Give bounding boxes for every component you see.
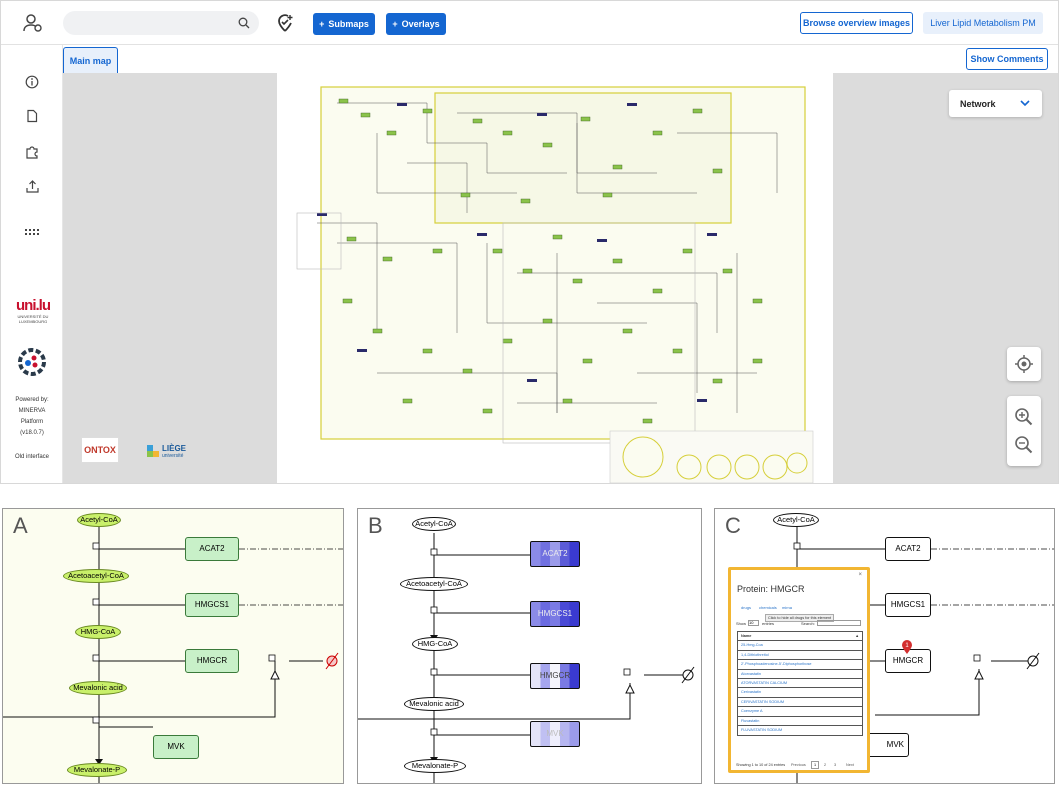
page-2-button[interactable]: 2 xyxy=(824,763,827,767)
panel-label-b: B xyxy=(368,513,383,538)
table-row[interactable]: Coenzyme A xyxy=(738,707,862,717)
popup-search-input[interactable] xyxy=(817,620,861,626)
location-plus-icon[interactable] xyxy=(273,11,297,35)
node-mevalonatep[interactable]: Mevalonate-P xyxy=(67,763,127,777)
search-icon[interactable] xyxy=(238,17,250,29)
close-icon[interactable]: × xyxy=(858,572,862,578)
tab-bar: Main map Show Comments xyxy=(63,45,1058,73)
university-logo: uni.lu UNIVERSITÉ DU LUXEMBOURG xyxy=(16,297,51,324)
node-acetylcoa[interactable]: Acetyl-CoA xyxy=(412,517,456,531)
powered-line-4: (v18.0.7) xyxy=(20,430,44,436)
node-hmgcoa[interactable]: HMG-CoA xyxy=(75,625,121,639)
protein-popup: × Protein: HMGCR drugs chemicals mirna C… xyxy=(728,567,870,773)
overlays-button[interactable]: +Overlays xyxy=(386,13,446,35)
tab-chemicals[interactable]: chemicals xyxy=(759,605,777,610)
powered-line-2: MINERVA xyxy=(18,408,46,414)
node-acetylcoa[interactable]: Acetyl-CoA xyxy=(77,513,121,527)
node-acetylcoa[interactable]: Acetyl-CoA xyxy=(773,513,819,527)
entries-select[interactable]: 10 xyxy=(748,620,759,626)
prev-button[interactable]: Previous xyxy=(791,763,806,767)
grid-icon[interactable] xyxy=(23,225,41,243)
table-row[interactable]: CERIVASTATIN SODIUM xyxy=(738,698,862,708)
user-gear-icon[interactable] xyxy=(21,11,45,35)
node-hmgcoa[interactable]: HMG-CoA xyxy=(412,637,458,651)
minerva-window: +Submaps +Overlays Browse overview image… xyxy=(0,0,1059,484)
table-row[interactable]: 25-Hmg-Coa xyxy=(738,641,862,651)
page-1-button[interactable]: 1 xyxy=(811,761,819,769)
upload-icon[interactable] xyxy=(23,177,41,195)
ontox-logo: ONTOX xyxy=(81,437,119,463)
header-bar: +Submaps +Overlays Browse overview image… xyxy=(1,1,1058,45)
info-icon[interactable] xyxy=(23,73,41,91)
node-acat2[interactable]: ACAT2 xyxy=(185,537,239,561)
chevron-down-icon xyxy=(1020,100,1030,107)
powered-line-3: Platform xyxy=(20,419,44,425)
puzzle-icon[interactable] xyxy=(23,142,41,160)
entries-label: entries xyxy=(762,621,775,626)
node-hmgcr[interactable]: HMGCR xyxy=(185,649,239,673)
popup-title: Protein: HMGCR xyxy=(737,584,805,594)
node-mevalonic[interactable]: Mevalonic acid xyxy=(69,681,127,695)
node-acat2[interactable]: ACAT2 xyxy=(885,537,931,561)
table-row[interactable]: Cerivastatin xyxy=(738,688,862,698)
pagination-info: Showing 1 to 10 of 24 entries xyxy=(736,763,786,767)
drugs-table: Name▲ 25-Hmg-Coa 1,4-Dithiothreitol 2'-P… xyxy=(737,631,863,737)
panel-label-a: A xyxy=(13,513,28,538)
hide-drugs-tooltip[interactable]: Click to hide all drugs for this element xyxy=(765,614,835,622)
table-row[interactable]: ATORVASTATIN CALCIUM xyxy=(738,679,862,689)
node-mvk[interactable]: MVK xyxy=(867,733,909,757)
zoom-in-icon[interactable] xyxy=(1014,407,1034,427)
show-comments-button[interactable]: Show Comments xyxy=(966,48,1048,70)
tab-main-map[interactable]: Main map xyxy=(63,47,118,73)
submaps-button[interactable]: +Submaps xyxy=(313,13,375,35)
next-button[interactable]: Next xyxy=(846,763,854,767)
table-row[interactable]: Fluvastatin xyxy=(738,717,862,726)
page-3-button[interactable]: 3 xyxy=(834,763,837,767)
sidebar: uni.lu UNIVERSITÉ DU LUXEMBOURG Powered … xyxy=(1,45,63,483)
node-hmgcs1[interactable]: HMGCS1 xyxy=(885,593,931,617)
table-header[interactable]: Name▲ xyxy=(738,632,862,642)
liege-logo: LIÈGE université xyxy=(147,441,191,463)
node-mvk[interactable]: MVK xyxy=(530,721,580,747)
map-name-badge[interactable]: Liver Lipid Metabolism PM xyxy=(923,12,1043,34)
table-row[interactable]: 2'-Phosphoadenosine-5'-Diphosphoribose xyxy=(738,660,862,670)
node-hmgcr[interactable]: HMGCR xyxy=(530,663,580,689)
node-hmgcs1[interactable]: HMGCS1 xyxy=(185,593,239,617)
network-select[interactable]: Network xyxy=(949,90,1042,117)
browse-overview-button[interactable]: Browse overview images xyxy=(800,12,913,34)
table-row[interactable]: Atorvastatin xyxy=(738,670,862,679)
powered-line-1: Powered by: xyxy=(15,397,49,403)
node-mvk[interactable]: MVK xyxy=(153,735,199,759)
node-acetoacetylcoa[interactable]: Acetoacetyl-CoA xyxy=(400,577,468,591)
panel-label-c: C xyxy=(725,513,741,538)
sort-icon[interactable]: ▲ xyxy=(855,634,859,638)
map-sheet[interactable] xyxy=(277,73,833,483)
locate-icon[interactable] xyxy=(1007,347,1041,381)
panel-b: B Acetyl-CoA Acetoacetyl-CoA HMG-CoA Mev… xyxy=(357,508,702,784)
node-mevalonic[interactable]: Mevalonic acid xyxy=(404,697,464,711)
zoom-controls xyxy=(1007,396,1041,466)
panel-a: A Acetyl-CoA Acetoacetyl-CoA HMG-CoA Mev… xyxy=(2,508,344,784)
tab-drugs[interactable]: drugs xyxy=(741,605,752,610)
tab-mirna[interactable]: mirna xyxy=(782,605,793,610)
map-pin-icon[interactable]: 1 xyxy=(901,639,913,655)
page-icon[interactable] xyxy=(23,107,41,125)
zoom-out-icon[interactable] xyxy=(1014,435,1034,455)
node-mevalonatep[interactable]: Mevalonate-P xyxy=(404,759,466,773)
node-acat2[interactable]: ACAT2 xyxy=(530,541,580,567)
show-label: Show xyxy=(736,621,747,626)
old-interface-link[interactable]: Old interface xyxy=(14,454,50,460)
table-row[interactable]: 1,4-Dithiothreitol xyxy=(738,651,862,661)
table-row[interactable]: FLUVASTATIN SODIUM xyxy=(741,727,783,732)
search-label: Search: xyxy=(801,621,815,626)
svg-text:1: 1 xyxy=(905,643,909,649)
minerva-logo xyxy=(15,345,49,384)
node-acetoacetylcoa[interactable]: Acetoacetyl-CoA xyxy=(63,569,129,583)
search-input[interactable] xyxy=(63,11,259,35)
node-hmgcs1[interactable]: HMGCS1 xyxy=(530,601,580,627)
